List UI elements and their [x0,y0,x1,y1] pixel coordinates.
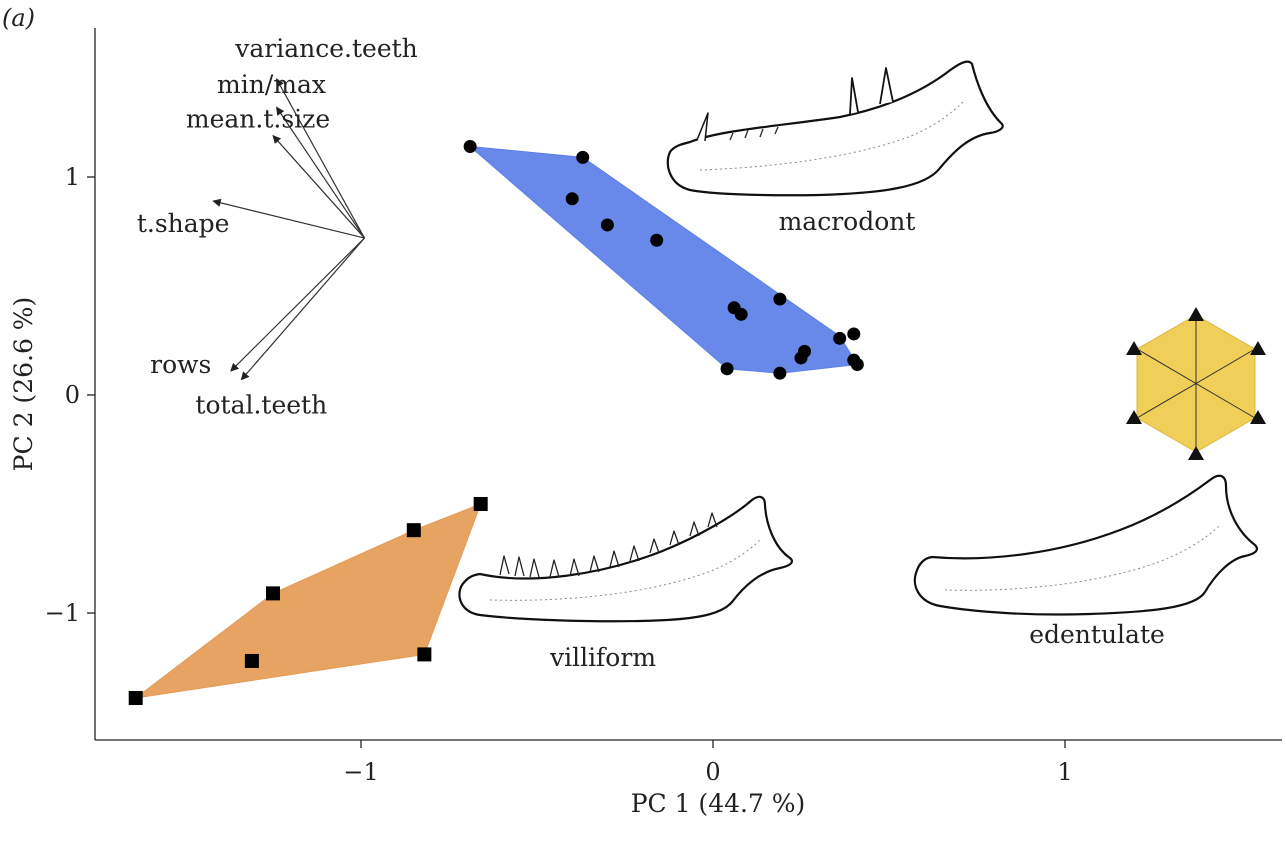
villiform-point [128,691,143,706]
loading-arrow [212,198,365,239]
macrodont-point [833,331,847,345]
macrodont-point [773,292,787,306]
edentulate-jaw-icon [913,474,1259,616]
x-axis-title: PC 1 (44.7 %) [631,789,806,818]
loading-arrow [230,237,365,372]
x-tick-label: 0 [705,758,720,786]
macrodont-jaw-icon [666,60,1004,197]
macrodont-point [794,351,808,365]
villiform-point [417,647,432,662]
y-axis-title: PC 2 (26.6 %) [9,297,38,472]
macrodont-point [734,307,748,321]
macrodont-point [565,192,579,206]
loading-arrow [276,106,366,239]
loading-label: total.teeth [195,391,327,420]
villiform-point [473,497,488,511]
villiform-point [266,586,280,601]
villiform-hull [135,503,482,699]
loading-label: min/max [217,70,326,99]
loading-label: mean.t.size [186,105,330,134]
loading-arrow [240,237,365,381]
loading-label: rows [150,350,211,379]
macrodont-point [463,139,477,153]
macrodont-label: macrodont [779,207,916,236]
panel-label: (a) [2,4,35,32]
axis-ticks: −1 0 1 −1 0 1 [45,163,1073,786]
villiform-jaw-icon [458,495,794,623]
y-tick-label: 1 [65,163,80,191]
macrodont-point [576,150,590,164]
macrodont-point [720,362,734,376]
edentulate-label: edentulate [1029,620,1165,649]
macrodont-point [847,327,861,341]
loading-label: t.shape [137,209,230,238]
macrodont-point [650,233,664,247]
macrodont-point [773,366,787,380]
loading-arrow [272,134,365,239]
loading-arrow [275,78,366,239]
y-tick-label: −1 [45,599,80,627]
loading-label: variance.teeth [234,34,418,63]
villiform-point [406,523,421,538]
y-tick-label: 0 [65,381,80,409]
villiform-label: villiform [549,643,656,672]
edentulate-hexagon-icon [1126,307,1266,460]
x-tick-label: −1 [343,758,378,786]
data-points [128,139,864,706]
macrodont-point [600,218,614,232]
villiform-point [244,653,259,668]
x-tick-label: 1 [1057,758,1072,786]
loading-arrows: variance.teeth min/max mean.t.size t.shape r… [137,34,418,420]
macrodont-point [850,357,864,371]
convex-hulls [135,145,859,699]
